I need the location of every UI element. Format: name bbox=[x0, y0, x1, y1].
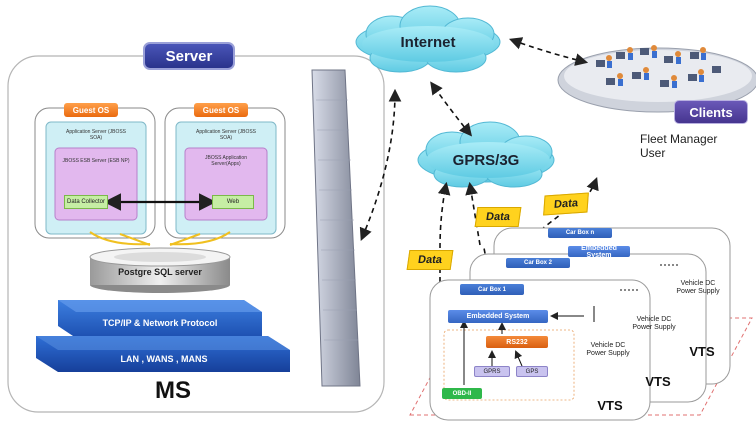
postgres-label: Postgre SQL server bbox=[118, 267, 202, 277]
fleet-manager-caption: Fleet Manager User bbox=[640, 132, 756, 160]
car-box-n: Car Box n bbox=[548, 228, 612, 238]
gprs-internet-arrow bbox=[430, 81, 473, 137]
internet-label: Internet bbox=[400, 33, 456, 51]
web-box: Web bbox=[212, 195, 254, 209]
data-arrow-2 bbox=[465, 181, 481, 246]
vts-label-mid: VTS bbox=[645, 373, 671, 389]
embedded-system: Embedded System bbox=[448, 310, 548, 323]
vts-label-back: VTS bbox=[689, 343, 715, 359]
app-server-right-label: Application Server (JBOSS SOA) bbox=[195, 129, 257, 141]
server-internet-arrow bbox=[359, 88, 402, 241]
car-box-1: Car Box 1 bbox=[460, 284, 524, 295]
power-supply-mid: Vehicle DC Power Supply bbox=[632, 316, 676, 331]
client-computers bbox=[596, 45, 721, 88]
gprs-module: GPRS bbox=[474, 366, 510, 377]
gps-module: GPS bbox=[516, 366, 548, 377]
esb-server-label: JBOSS ESB Server (ESB NP) bbox=[62, 158, 130, 164]
ms-label: MS bbox=[155, 377, 191, 404]
data-arrow-1 bbox=[437, 181, 451, 249]
jboss-apps-label: JBOSS Application Server(Apps) bbox=[205, 155, 247, 167]
power-supply-front: Vehicle DC Power Supply bbox=[586, 342, 630, 357]
data-tag-3: Data bbox=[543, 192, 589, 216]
tcpip-label: TCP/IP & Network Protocol bbox=[102, 318, 218, 328]
fleet-manager-line2: User bbox=[640, 146, 666, 160]
ground-plane bbox=[409, 317, 753, 416]
guest-os-left-label: Guest OS bbox=[64, 103, 118, 117]
guest-os-right-label: Guest OS bbox=[194, 103, 248, 117]
data-tag-1: Data bbox=[406, 250, 454, 270]
lan-label: LAN , WANS , MANS bbox=[120, 354, 208, 364]
data-collector-box: Data Collector bbox=[64, 195, 108, 209]
vts-label-front: VTS bbox=[597, 397, 623, 413]
data-tag-2: Data bbox=[474, 207, 522, 227]
clients-tag: Clients bbox=[674, 100, 748, 124]
power-supply-back: Vehicle DC Power Supply bbox=[676, 280, 720, 295]
server-rack bbox=[311, 69, 361, 387]
embedded-system-back: Embedded System bbox=[568, 245, 630, 259]
internet-clients-arrow bbox=[508, 37, 589, 66]
gprs-label: GPRS/3G bbox=[452, 151, 520, 169]
fleet-manager-line1: Fleet Manager bbox=[640, 132, 718, 146]
server-tag: Server bbox=[143, 42, 235, 70]
obd-box: OBD-II bbox=[442, 388, 482, 399]
app-server-left-label: Application Server (JBOSS SOA) bbox=[65, 129, 127, 141]
rs232-box: RS232 bbox=[486, 336, 548, 348]
car-box-2: Car Box 2 bbox=[506, 258, 570, 268]
